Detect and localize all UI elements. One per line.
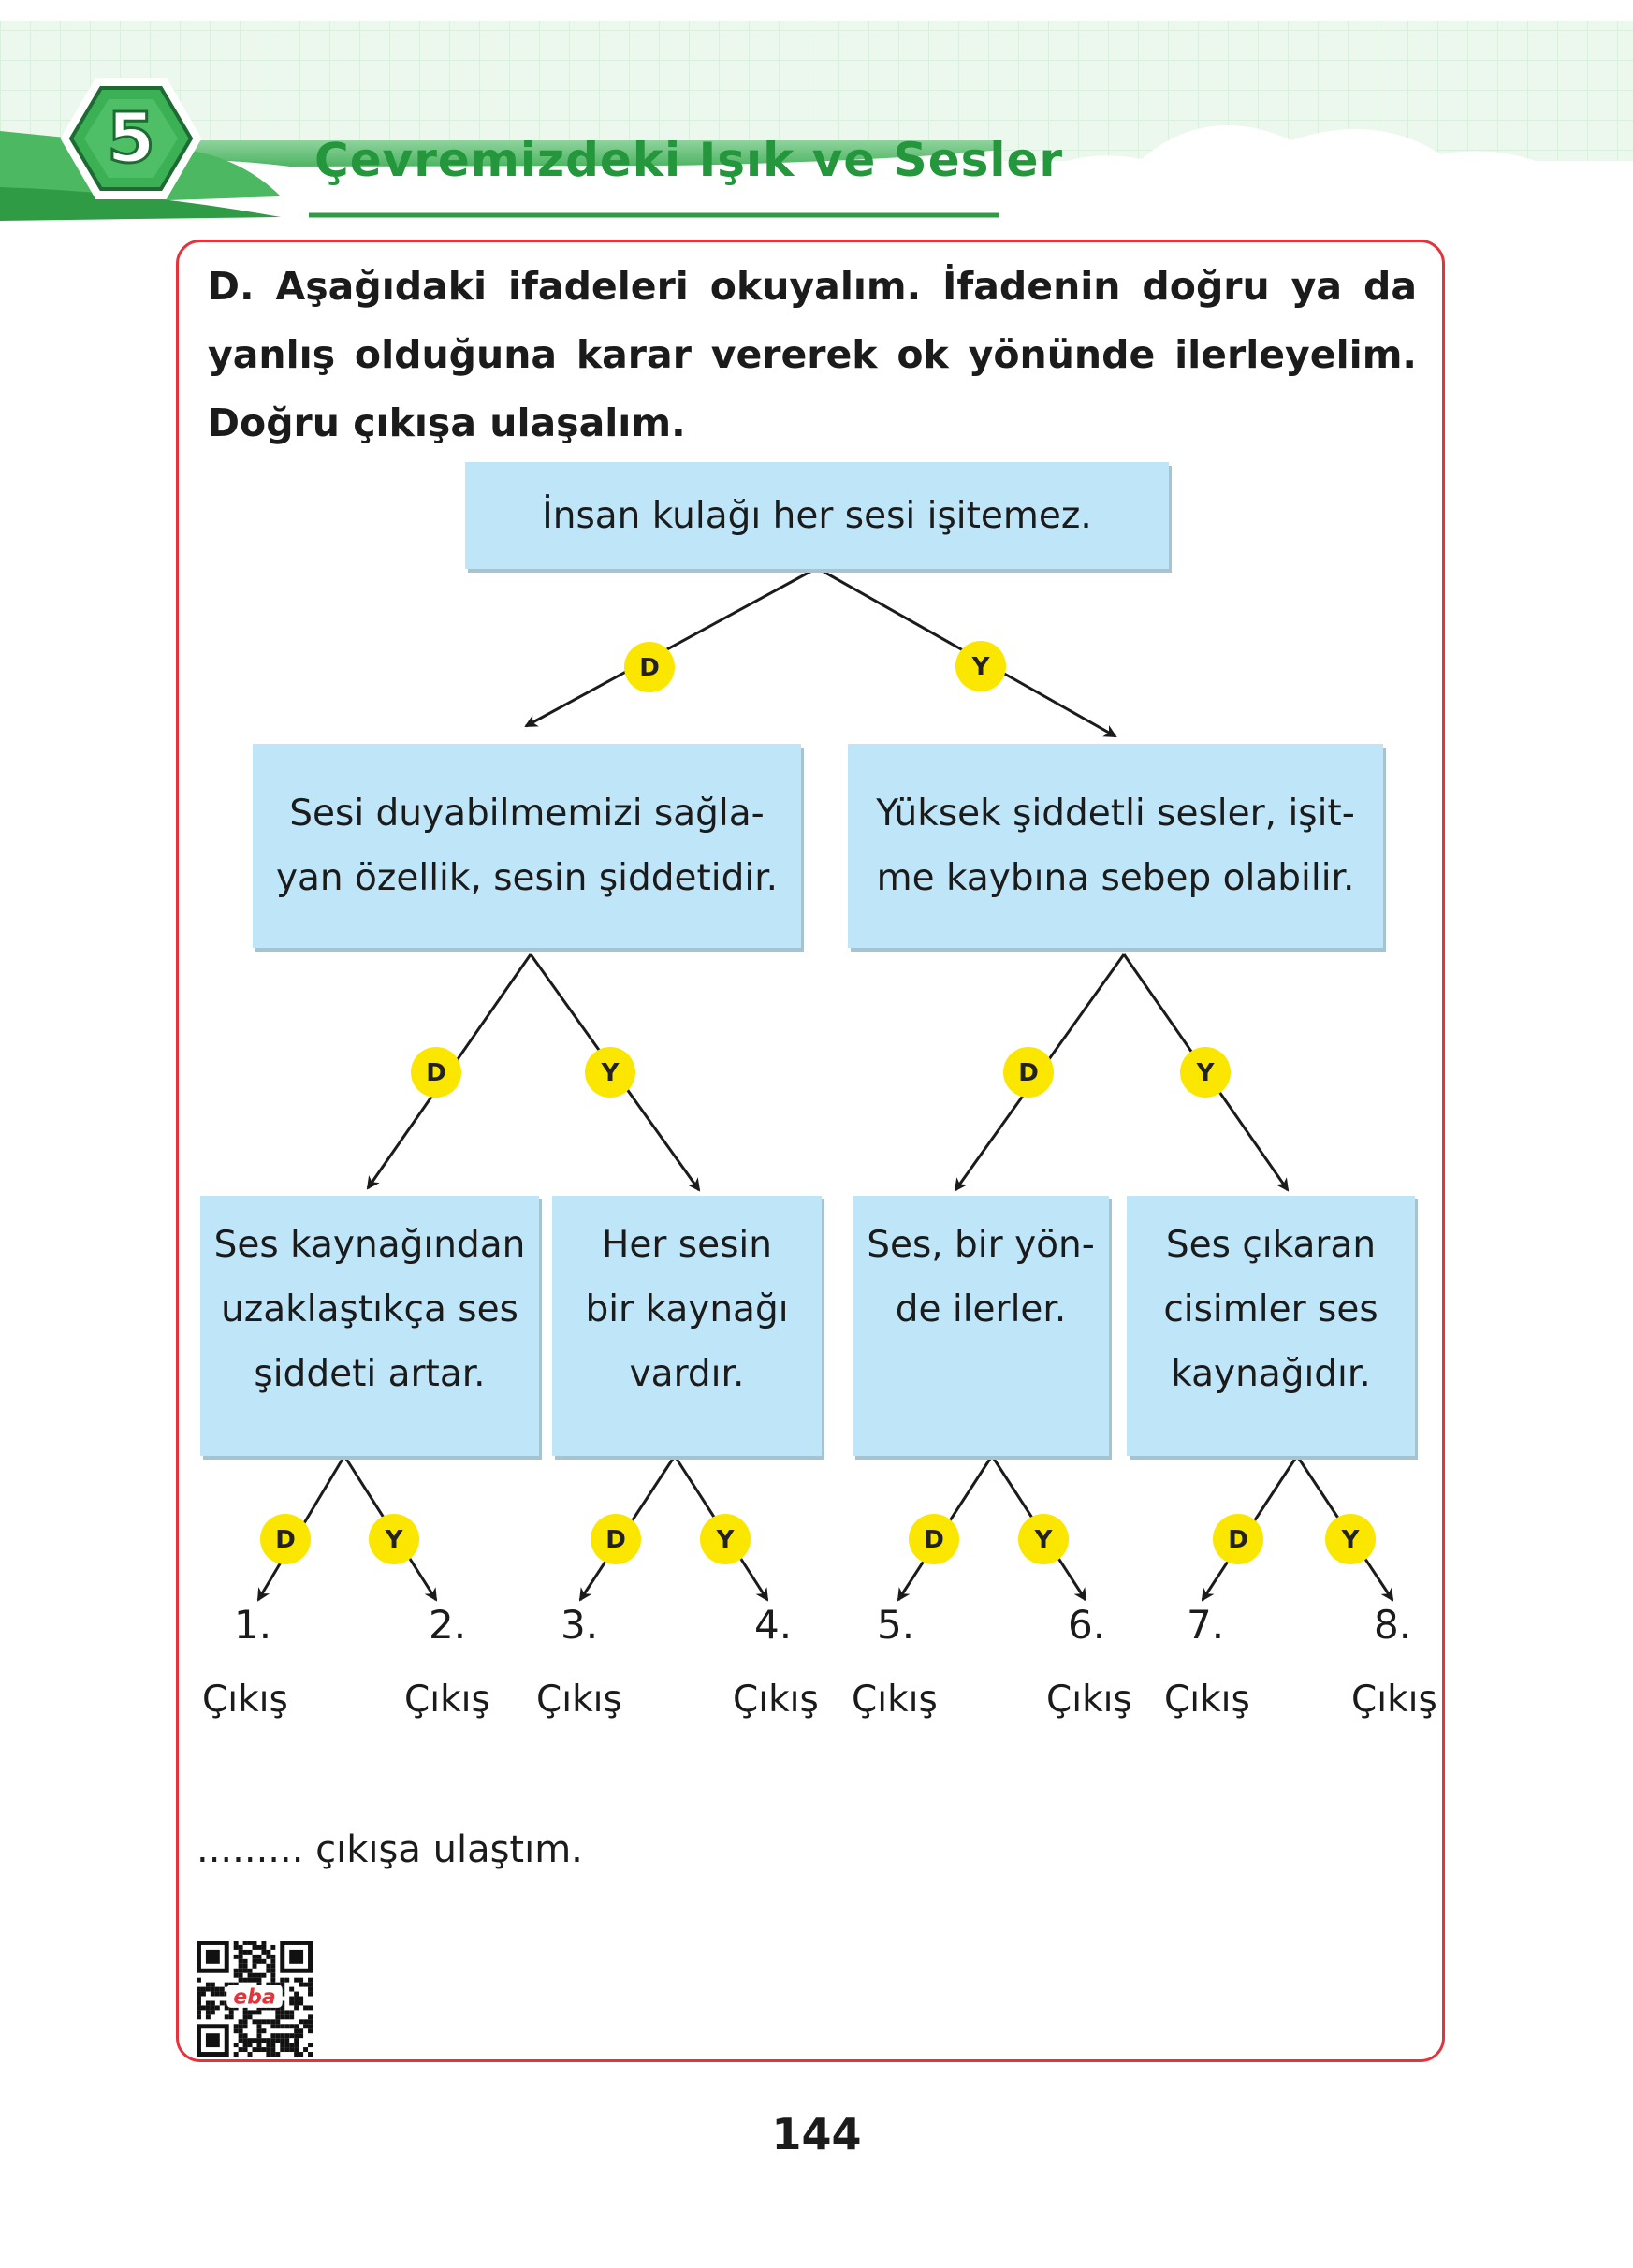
exit-label: Çıkış	[733, 1679, 819, 1721]
chapter-title: Çevremizdeki Işık ve Sesler	[314, 133, 1064, 187]
unit-number: 5	[106, 97, 157, 181]
eba-logo: eba	[233, 1985, 275, 2009]
statement-box-3-1: Ses kaynağından uzaklaştıkça ses şiddeti…	[200, 1196, 539, 1456]
statement-box-3-2: Her sesin bir kaynağı vardır.	[552, 1196, 822, 1456]
exit-label: Çıkış	[852, 1679, 938, 1721]
exit-number: 7.	[1187, 1602, 1225, 1648]
exit-number: 1.	[234, 1602, 272, 1648]
exit-label: Çıkış	[1164, 1679, 1250, 1721]
exit-number: 5.	[877, 1602, 915, 1648]
statement-box-3-4: Ses çıkaran cisimler ses kaynağıdır.	[1127, 1196, 1415, 1456]
answer-line: ......... çıkışa ulaştım.	[197, 1828, 583, 1871]
exit-label: Çıkış	[1046, 1679, 1132, 1721]
exit-number: 6.	[1068, 1602, 1106, 1648]
exit-label: Çıkış	[202, 1679, 288, 1721]
exit-number: 3.	[561, 1602, 599, 1648]
header-banner	[0, 21, 1633, 225]
page-number: 144	[771, 2109, 862, 2159]
statement-box-2-right: Yüksek şiddetli sesler, işit- me kaybına…	[848, 744, 1383, 948]
statement-box-3-3: Ses, bir yön- de ilerler.	[853, 1196, 1109, 1456]
exit-label: Çıkış	[1351, 1679, 1437, 1721]
statement-box-2-left: Sesi duyabilmemizi sağla- yan özellik, s…	[253, 744, 801, 948]
statement-box-root: İnsan kulağı her sesi işitemez.	[465, 462, 1169, 569]
exit-label: Çıkış	[536, 1679, 622, 1721]
exit-label: Çıkış	[404, 1679, 490, 1721]
qr-code-icon[interactable]: eba	[197, 1941, 313, 2057]
activity-instructions: D. Aşağıdaki ifadeleri okuyalım. İfadeni…	[208, 264, 1417, 445]
exit-number: 4.	[754, 1602, 793, 1648]
activity-frame	[176, 240, 1445, 2062]
exit-number: 8.	[1374, 1602, 1412, 1648]
exit-number: 2.	[429, 1602, 467, 1648]
